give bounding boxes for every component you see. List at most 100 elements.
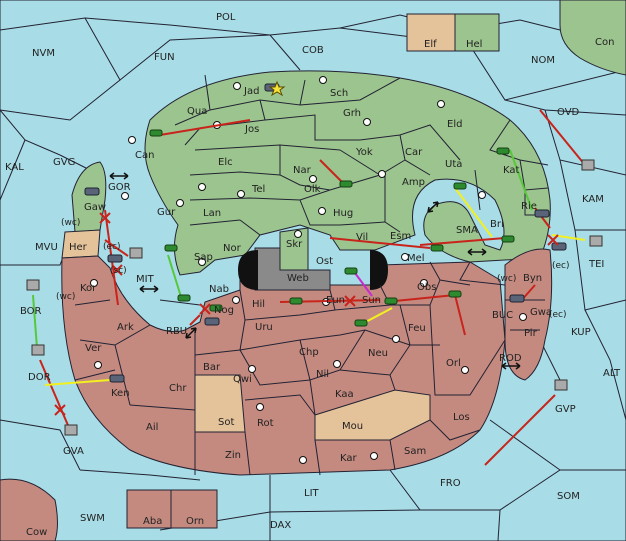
label-can: Can [135, 150, 154, 161]
label-orl: Orl [446, 358, 461, 369]
label-nom: NOM [531, 55, 555, 66]
label-gur: Gur [157, 207, 176, 218]
label-olk: Olk [304, 184, 321, 195]
label-pol: POL [216, 12, 236, 23]
label-ver: Ver [85, 343, 102, 354]
label-sot: Sot [218, 417, 234, 428]
label-uta: Uta [445, 159, 462, 170]
label-tel: Tel [251, 184, 265, 195]
label-kal: KAL [5, 162, 24, 173]
label-mit: MIT [136, 274, 155, 285]
label-orn: Orn [186, 516, 204, 527]
label-chp: Chp [299, 347, 319, 358]
coast-tag-gaw-wc: (wc) [61, 218, 80, 228]
coast-tags: (wc) (ec) (sc) (wc) (wc) (ec) (ec) [56, 218, 570, 320]
order-arrows [32, 109, 586, 466]
label-qwi: Qwi [233, 374, 252, 385]
label-zin: Zin [225, 450, 241, 461]
label-fun: FUN [154, 52, 175, 63]
label-swm: SWM [80, 513, 105, 524]
label-neu: Neu [368, 348, 388, 359]
label-mou: Mou [342, 421, 363, 432]
label-eld: Eld [447, 119, 462, 130]
label-lit: LIT [304, 488, 320, 499]
coast-tag-gwa-ec: (ec) [549, 310, 567, 320]
label-jad: Jad [243, 86, 259, 97]
label-sch: Sch [330, 88, 348, 99]
territory-cow[interactable] [0, 478, 58, 541]
coast-tag-kor-wc: (wc) [56, 292, 75, 302]
label-qua: Qua [187, 106, 207, 117]
label-obs: Obs [417, 282, 436, 293]
territory-skr[interactable] [279, 227, 309, 271]
label-gvg: GVG [53, 157, 75, 168]
territory-con[interactable] [559, 0, 626, 76]
label-rbu: RBU [166, 326, 187, 337]
label-grh: Grh [343, 108, 361, 119]
home-star-icon [268, 80, 286, 97]
sea-labels: POL NVM FUN COB NOM Con OVD KAL GVG KAM … [5, 12, 621, 538]
label-chr: Chr [169, 383, 187, 394]
label-mel: Mel [407, 253, 425, 264]
territory-elf[interactable] [406, 13, 456, 52]
label-nog: Nog [214, 305, 234, 316]
label-kaa: Kaa [335, 389, 354, 400]
label-pir: Pir [524, 328, 538, 339]
label-ost: Ost [316, 256, 333, 267]
label-tei: TEI [588, 259, 604, 270]
label-aba: Aba [143, 516, 162, 527]
label-rie: Rie [521, 201, 537, 212]
label-rod: ROD [499, 353, 522, 364]
label-nil: Nil [316, 369, 329, 380]
label-buc: BUC [492, 310, 513, 321]
label-gaw: Gaw [84, 202, 106, 213]
label-cob: COB [302, 45, 324, 56]
label-byn: Byn [523, 273, 542, 284]
label-skr: Skr [286, 239, 303, 250]
label-vil: Vil [356, 232, 368, 243]
strait-east [370, 250, 388, 290]
label-nar: Nar [293, 165, 312, 176]
label-kat: Kat [503, 165, 520, 176]
label-kor: Kor [80, 283, 97, 294]
territory-hel[interactable] [454, 13, 500, 52]
label-sma: SMA [456, 225, 478, 236]
label-con: Con [595, 37, 614, 48]
territory-orn[interactable] [170, 489, 218, 529]
label-hil: Hil [252, 299, 265, 310]
label-nor: Nor [223, 243, 242, 254]
territory-gaw[interactable] [71, 161, 107, 233]
coast-tag-byn-wc: (wc) [497, 274, 516, 284]
strait-arrows [109, 172, 521, 370]
label-los: Los [453, 412, 470, 423]
label-eun: Eun [326, 295, 345, 306]
label-sun: Sun [362, 295, 381, 306]
label-cow: Cow [26, 527, 47, 538]
label-uru: Uru [255, 322, 273, 333]
label-car: Car [405, 147, 423, 158]
label-sap: Sap [194, 252, 213, 263]
label-feu: Feu [408, 323, 426, 334]
coast-tag-kor-sc: (sc) [110, 266, 127, 276]
label-mvu: MVU [35, 242, 58, 253]
label-hug: Hug [333, 208, 353, 219]
label-nvm: NVM [32, 48, 55, 59]
label-dax: DAX [270, 520, 291, 531]
label-hel: Hel [466, 39, 482, 50]
label-yok: Yok [355, 147, 373, 158]
label-nab: Nab [209, 284, 229, 295]
label-fro: FRO [440, 478, 461, 489]
label-bor: BOR [20, 306, 42, 317]
territory-byn[interactable] [504, 248, 553, 381]
strait-west [238, 250, 258, 290]
label-elc: Elc [218, 157, 233, 168]
territory-aba[interactable] [126, 489, 172, 529]
label-kam: KAM [582, 194, 604, 205]
label-amp: Amp [402, 177, 425, 188]
label-esm: Esm [390, 231, 411, 242]
label-gor: GOR [108, 182, 131, 193]
label-kar: Kar [340, 453, 358, 464]
label-gva: GVA [63, 446, 84, 457]
label-ken: Ken [111, 388, 130, 399]
